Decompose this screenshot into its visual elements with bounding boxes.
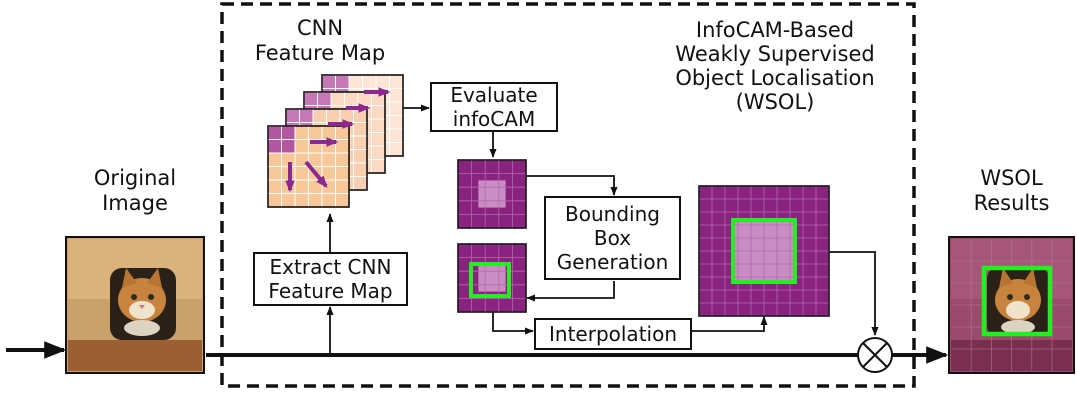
wsol-result-image <box>948 236 1075 374</box>
wsol-title-line3: Object Localisation <box>675 66 875 90</box>
extract-cnn-box: Extract CNN Feature Map <box>253 252 408 306</box>
multiply-icon <box>857 337 893 373</box>
bbox-line3: Generation <box>556 250 669 274</box>
result-bounding-box <box>981 265 1053 337</box>
arrow-to-large-map <box>692 316 768 332</box>
arrow-to-interpolation <box>492 312 534 335</box>
arrow-to-bbox <box>526 175 618 196</box>
evaluate-line2: infoCAM <box>452 107 536 131</box>
results-label-line2: Results <box>973 191 1050 215</box>
original-label-line2: Image <box>102 191 168 215</box>
predicted-bounding-box <box>469 262 511 298</box>
wsol-results-label: WSOL Results <box>946 166 1077 216</box>
cam-heatmap-with-box <box>457 243 527 313</box>
evaluate-infocam-box: Evaluate infoCAM <box>430 82 558 132</box>
arrow-to-multiply <box>829 251 879 336</box>
cam-heatmap-small <box>457 159 527 229</box>
arrow-bbox-to-small-box <box>526 281 615 302</box>
wsol-title-line2: Weakly Supervised <box>675 42 875 66</box>
cam-heatmap-large <box>698 185 830 317</box>
results-label-line1: WSOL <box>980 166 1043 190</box>
wsol-title-line4: (WSOL) <box>735 90 815 114</box>
bounding-box-generation-box: Bounding Box Generation <box>544 196 681 280</box>
original-label-line1: Original <box>93 166 177 190</box>
feature-map-stack <box>267 74 404 208</box>
interpolation-box: Interpolation <box>534 318 692 350</box>
cnn-label-line2: Feature Map <box>254 41 386 65</box>
bbox-line2: Box <box>593 226 632 250</box>
wsol-title-line1: InfoCAM-Based <box>695 18 855 42</box>
original-image-label: Original Image <box>60 166 210 216</box>
wsol-title-label: InfoCAM-Based Weakly Supervised Object L… <box>660 18 890 114</box>
bbox-line1: Bounding <box>565 202 660 226</box>
cnn-feature-map-label: CNN Feature Map <box>250 16 390 66</box>
predicted-bounding-box <box>731 218 797 284</box>
scan-arrow <box>304 160 328 188</box>
extract-line2: Feature Map <box>268 279 393 303</box>
cnn-label-line1: CNN <box>296 16 344 40</box>
wsol-region-border <box>220 2 916 388</box>
original-image <box>65 236 205 374</box>
interpolation-label: Interpolation <box>549 322 677 346</box>
extract-line1: Extract CNN <box>269 255 392 279</box>
evaluate-line1: Evaluate <box>450 83 538 107</box>
